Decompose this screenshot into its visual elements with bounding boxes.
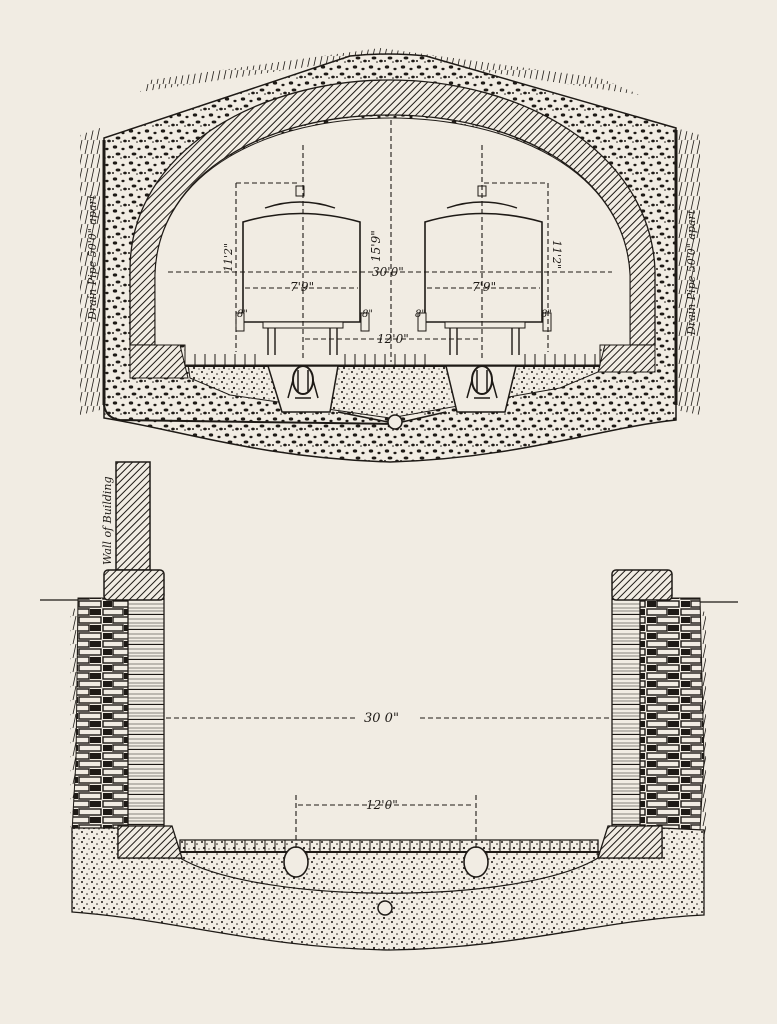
- lower-span-label: 30 0": [364, 711, 399, 726]
- left-rail-height-b: 8": [362, 309, 373, 320]
- right-rail-height-a: 8": [415, 309, 426, 320]
- upper-track-centers-label: 12'0": [377, 332, 409, 346]
- lower-right-conduit: [463, 846, 489, 878]
- left-footing: [129, 344, 189, 379]
- left-ashlar-face: [127, 597, 165, 827]
- right-coping-stone: [611, 569, 673, 601]
- building-wall: [115, 461, 151, 571]
- right-footing: [597, 344, 656, 373]
- right-car-height-label: 11'2": [550, 240, 563, 269]
- lower-concrete-base: [71, 827, 705, 951]
- lower-right-footing: [597, 825, 663, 859]
- left-rail-height-a: 8": [237, 309, 248, 320]
- right-ashlar-face: [611, 597, 641, 827]
- right-cable-car: [417, 185, 552, 355]
- upper-tunnel-section: Drain Pipe 50'0" apart Drain Pipe 50'0" …: [80, 48, 700, 463]
- right-car-width-label: 7'9": [472, 280, 496, 294]
- left-rubble-masonry: [71, 597, 131, 833]
- lower-sleeper-ticks: [184, 840, 591, 852]
- lower-base-arc: [179, 857, 599, 894]
- central-drain-pipe: [387, 414, 403, 430]
- span-label: 30'0": [372, 265, 404, 279]
- left-car-height-label: 11'2": [222, 243, 235, 272]
- left-gripper-mechanism: [287, 365, 319, 399]
- right-rubble-masonry: [637, 597, 705, 831]
- right-ground-hatching: [676, 128, 700, 415]
- lower-left-footing: [117, 825, 183, 859]
- left-ground-hatching: [80, 128, 100, 415]
- building-wall-label: Wall of Building: [101, 476, 114, 565]
- height-label: 15'9": [369, 230, 383, 262]
- right-rail-height-b: 8": [541, 309, 552, 320]
- lower-trench-section: Wall of Building 30 0" 1: [40, 461, 738, 951]
- right-drain-pipe-label: Drain Pipe 50'0" apart: [685, 209, 698, 336]
- drain-pipe-bottom: [103, 404, 396, 425]
- lower-track-centers-label: 12'0": [366, 798, 398, 812]
- right-gripper-mechanism: [466, 365, 498, 399]
- lower-drain-pipe: [377, 900, 393, 916]
- sleeper-ticks: [184, 354, 596, 366]
- left-coping-stone: [103, 569, 165, 601]
- left-drain-pipe-label: Drain Pipe 50'0" apart: [86, 194, 99, 321]
- drain-connectors: [337, 411, 447, 423]
- lower-left-conduit: [283, 846, 309, 878]
- left-car-width-label: 7'9": [290, 280, 314, 294]
